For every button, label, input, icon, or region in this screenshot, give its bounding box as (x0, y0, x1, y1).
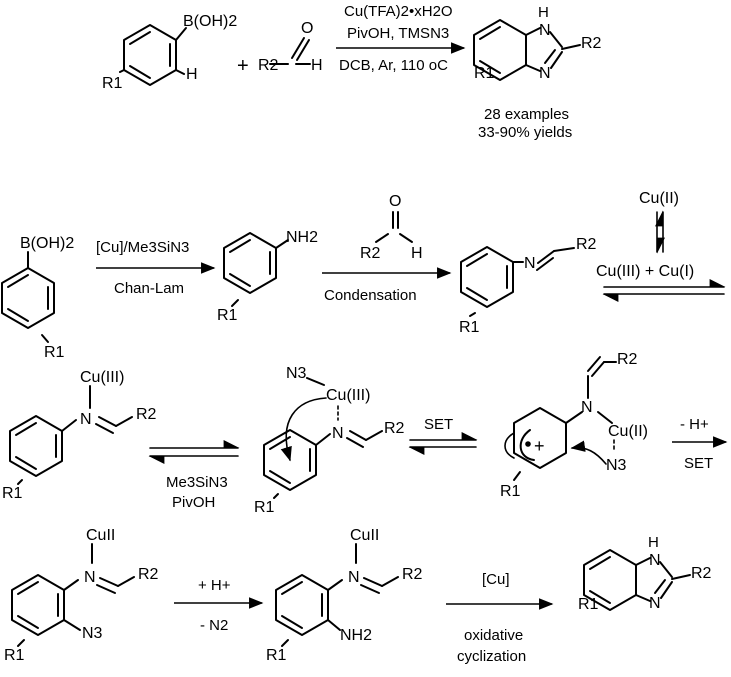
aniline-r1: R1 (217, 307, 238, 324)
row1-aldehyde-o: O (389, 193, 401, 210)
row2-reagent-2: PivOH (172, 494, 215, 511)
row3-minus-n2: - N2 (200, 617, 228, 634)
row3-r1-a: R1 (4, 647, 25, 664)
row2-set2: SET (684, 455, 713, 472)
product-r1: R1 (474, 65, 495, 82)
row3-oxidative: oxidative (464, 627, 523, 644)
row1-aniline: NH2 R1 (217, 229, 318, 324)
row3-plus-h: + H+ (198, 577, 231, 594)
row1-r1: R1 (44, 344, 65, 361)
yields-range: 33-90% yields (478, 124, 572, 141)
aldehyde-o: O (301, 20, 313, 37)
product-r2: R2 (581, 35, 602, 52)
examples-count: 28 examples (484, 106, 569, 123)
mechanism-row-2: Cu(III) N R2 R1 Me3SiN3 PivOH N3 Cu(III)… (2, 351, 728, 516)
row3-prod-r2: R2 (691, 565, 712, 582)
aniline-nh2: NH2 (286, 229, 318, 246)
row2-n3c: N3 (606, 457, 627, 474)
mechanism-row-3: CuII N R2 N3 R1 + H+ - N2 CuII N R2 NH2 … (4, 527, 712, 665)
row3-aryl-azide: CuII N R2 N3 R1 (4, 527, 159, 664)
row2-cu3-complex: Cu(III) N R2 R1 (2, 369, 157, 502)
phenylboronic-acid: B(OH)2 H R1 (102, 13, 237, 92)
radical-dot (525, 441, 531, 447)
row2-r1: R1 (2, 485, 23, 502)
h-label: H (186, 66, 198, 83)
row2-nb: N (332, 425, 344, 442)
aldehyde-r2: R2 (258, 57, 279, 74)
row2-n3: N3 (286, 365, 307, 382)
row3-nh2-b: NH2 (340, 627, 372, 644)
product-n1: N (539, 22, 551, 39)
row2-r2b: R2 (384, 420, 405, 437)
mechanism-row-1: B(OH)2 R1 [Cu]/Me3SiN3 Chan-Lam NH2 R1 O… (1, 190, 726, 361)
row2-minus-h: - H+ (680, 416, 709, 433)
imine-r1: R1 (459, 319, 480, 336)
aldehyde-h: H (311, 57, 323, 74)
row2-radical-cation-complex: + N R2 Cu(II) N3 R1 (500, 351, 648, 500)
cation-plus: + (534, 436, 545, 456)
row3-prod-n2: N (649, 595, 661, 612)
row1-imine: N R2 R1 (459, 236, 597, 336)
cu2-label: Cu(II) (639, 190, 679, 207)
row3-cu-catalyst: [Cu] (482, 571, 510, 588)
row2-cu3b: Cu(III) (326, 387, 370, 404)
imine-r2: R2 (576, 236, 597, 253)
cu3-cu1-label: Cu(III) + Cu(I) (596, 263, 694, 280)
chan-lam-reagent: [Cu]/Me3SiN3 (96, 239, 189, 256)
row3-benzimidazole-product: H N N R2 R1 (578, 534, 712, 613)
row3-n-a: N (84, 569, 96, 586)
imine-n: N (524, 255, 536, 272)
row2-n: N (80, 411, 92, 428)
conditions-2: PivOH, TMSN3 (347, 25, 449, 42)
aldehyde: O R2 H (258, 20, 323, 74)
conditions-3: DCB, Ar, 110 oC (339, 57, 448, 74)
row1-aldehyde-r2: R2 (360, 245, 381, 262)
row3-n3-a: N3 (82, 625, 103, 642)
row2-r1b: R1 (254, 499, 275, 516)
row2-cu2c: Cu(II) (608, 423, 648, 440)
product-n2: N (539, 65, 551, 82)
top-reaction: B(OH)2 H R1 + O R2 H Cu(TFA)2•xH2O PivOH… (102, 3, 602, 141)
row3-prod-h: H (648, 534, 659, 551)
plus-sign: + (237, 55, 249, 77)
product-h: H (538, 4, 549, 21)
row2-r2: R2 (136, 406, 157, 423)
row3-cyclization: cyclization (457, 648, 526, 665)
condensation-label: Condensation (324, 287, 417, 304)
row2-nc: N (581, 399, 593, 416)
row2-reagent-1: Me3SiN3 (166, 474, 228, 491)
row2-set: SET (424, 416, 453, 433)
row3-r2-a: R2 (138, 566, 159, 583)
conditions-1: Cu(TFA)2•xH2O (344, 3, 453, 20)
r1-label: R1 (102, 75, 123, 92)
row1-aldehyde-h: H (411, 245, 423, 262)
row3-prod-r1: R1 (578, 596, 599, 613)
boronic-label: B(OH)2 (183, 13, 237, 30)
benzimidazole-product: H N N R2 R1 (473, 4, 602, 82)
row1-boronic-acid: B(OH)2 R1 (1, 235, 74, 361)
row2-r1c: R1 (500, 483, 521, 500)
row3-r1-b: R1 (266, 647, 287, 664)
chan-lam-label: Chan-Lam (114, 280, 184, 297)
row2-azido-cu3-complex: N3 Cu(III) N R2 R1 (254, 365, 405, 516)
row3-n-b: N (348, 569, 360, 586)
row1-boronic-label: B(OH)2 (20, 235, 74, 252)
row3-r2-b: R2 (402, 566, 423, 583)
row1-aldehyde: O R2 H (360, 193, 423, 262)
row3-prod-n1: N (649, 552, 661, 569)
row2-cu3: Cu(III) (80, 369, 124, 386)
row3-cu-a: CuII (86, 527, 115, 544)
row2-r2c: R2 (617, 351, 638, 368)
row3-cu-b: CuII (350, 527, 379, 544)
row3-aniline-complex: CuII N R2 NH2 R1 (266, 527, 423, 664)
